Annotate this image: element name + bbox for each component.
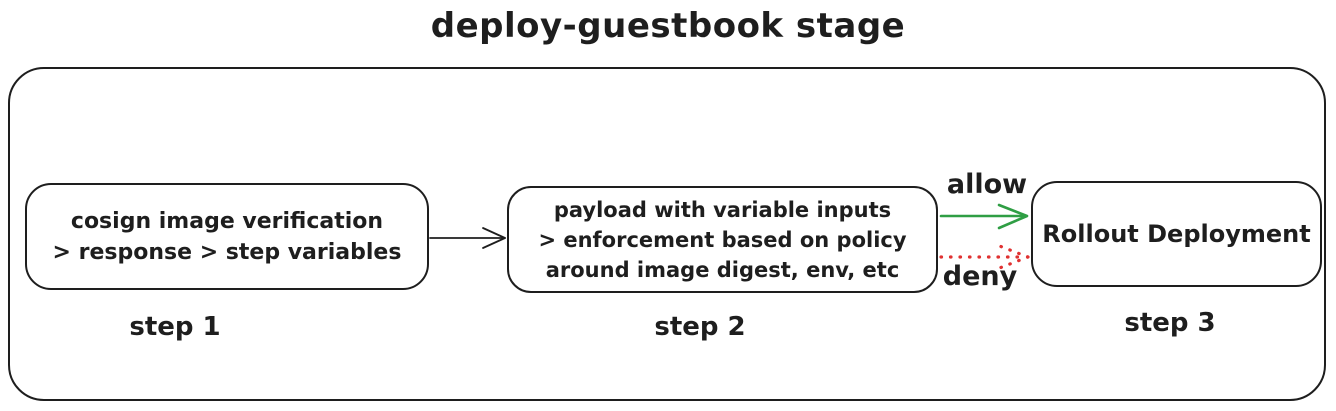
node-step2-policy-enforcement: payload with variable inputs > enforceme… (507, 186, 938, 293)
edge-label-allow: allow (946, 169, 1028, 200)
step3-label: step 3 (1124, 308, 1216, 338)
node-step2-line: around image digest, env, etc (545, 257, 900, 282)
node-step2-line: payload with variable inputs (553, 197, 892, 222)
step1-label: step 1 (129, 312, 221, 342)
edge-label-deny: deny (942, 261, 1018, 292)
node-step1-cosign-verification: cosign image verification > response > s… (25, 183, 429, 290)
diagram-title: deploy-guestbook stage (430, 6, 906, 46)
node-step1-line: cosign image verification (70, 208, 384, 234)
node-step3-line: Rollout Deployment (1042, 219, 1311, 248)
node-step2-line: > enforcement based on policy (538, 227, 907, 252)
node-step1-line: > response > step variables (52, 239, 402, 265)
stage-container-outline (8, 67, 1326, 401)
step2-label: step 2 (654, 312, 746, 342)
node-step3-rollout-deployment: Rollout Deployment (1031, 181, 1322, 287)
